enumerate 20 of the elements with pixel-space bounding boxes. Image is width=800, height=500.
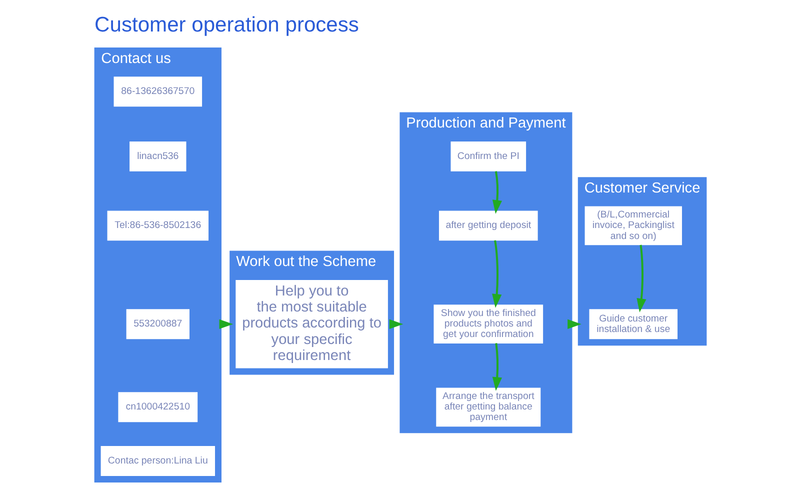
node-box: (B/L,Commercial invoice, Packinglist and so on) <box>584 206 682 246</box>
node-box: Help you to the most suitable products according to your specific requirement <box>235 280 388 368</box>
arrow <box>636 244 646 312</box>
node-box: linacn536 <box>129 141 186 172</box>
node-box: cn1000422510 <box>118 392 198 422</box>
diagram-title: Customer operation process <box>94 14 358 37</box>
node-box: Tel:86-536-8502136 <box>106 210 208 241</box>
arrow <box>388 319 403 329</box>
arrow <box>492 343 502 391</box>
arrow <box>492 240 502 308</box>
arrow <box>567 319 581 329</box>
node-box: Guide customer installation & use <box>588 309 678 340</box>
arrow <box>492 171 502 214</box>
node-box: 86-13626367570 <box>113 76 202 107</box>
node-box: Contac person:Lina Liu <box>100 446 214 476</box>
node-box: Confirm the PI <box>450 141 526 172</box>
node-box: Arrange the transport after getting balance payment <box>436 388 540 427</box>
node-box: Show you the finished products photos and get your confirmation <box>433 304 543 344</box>
node-box: 553200887 <box>126 309 189 340</box>
node-box: after getting deposit <box>438 210 538 241</box>
